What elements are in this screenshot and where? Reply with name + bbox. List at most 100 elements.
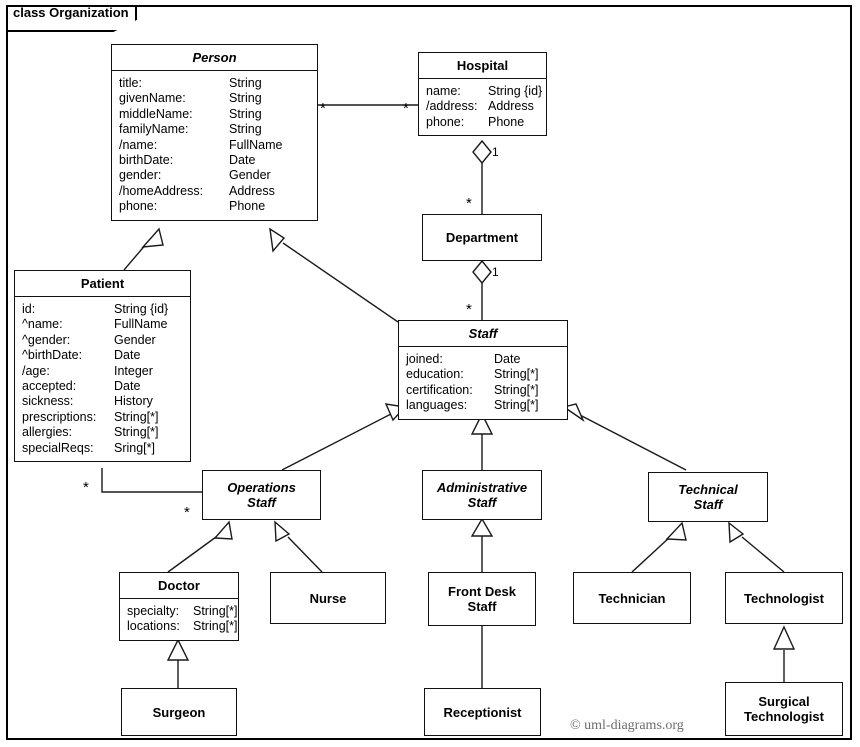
class-technical-staff[interactable]: Technical Staff <box>648 472 768 522</box>
attribute-row: gender: Gender <box>119 168 317 183</box>
diagram-frame-label: class Organization <box>13 5 129 20</box>
attribute-type: String[*] <box>193 604 238 618</box>
attribute-type: String {id} <box>114 302 169 316</box>
attribute-row: joined: Date <box>406 352 567 367</box>
attribute-row: id: String {id} <box>22 302 190 317</box>
attribute-name: languages: <box>406 398 468 413</box>
class-technologist[interactable]: Technologist <box>725 572 843 624</box>
class-administrative-staff-title: Administrative Staff <box>436 480 528 510</box>
attribute-row: ^name: FullName <box>22 317 190 332</box>
class-nurse[interactable]: Nurse <box>270 572 386 624</box>
attribute-row: birthDate: Date <box>119 153 317 168</box>
attribute-name: ^gender: <box>22 332 71 347</box>
attribute-type: String[*] <box>494 367 539 382</box>
attribute-row: ^gender: Gender <box>22 333 190 348</box>
attribute-name: /address: <box>426 99 478 114</box>
attribute-row: locations: String[*] <box>127 619 238 634</box>
class-person-title: Person <box>112 45 317 71</box>
attribute-type: String <box>229 122 262 137</box>
attribute-row: phone: Phone <box>119 199 317 214</box>
attribute-type: Address <box>229 183 275 198</box>
attribute-row: name: String {id} <box>426 84 546 99</box>
class-operations-staff[interactable]: Operations Staff <box>202 470 321 520</box>
multiplicity-hospital-department-one: 1 <box>492 145 499 159</box>
class-patient-attributes: id: String {id} ^name: FullName ^gender:… <box>15 297 190 461</box>
attribute-name: prescriptions: <box>22 409 97 424</box>
class-doctor-title: Doctor <box>120 573 238 599</box>
class-person[interactable]: Person title: String givenName: String m… <box>111 44 318 221</box>
attribute-name: specialty: <box>127 604 180 618</box>
class-nurse-title: Nurse <box>309 590 347 606</box>
class-surgeon-title: Surgeon <box>152 704 206 720</box>
attribute-name: specialReqs: <box>22 440 94 455</box>
attribute-row: givenName: String <box>119 91 317 106</box>
attribute-row: certification: String[*] <box>406 383 567 398</box>
class-technician[interactable]: Technician <box>573 572 691 624</box>
attribute-name: ^name: <box>22 317 63 332</box>
class-technical-staff-title: Technical Staff <box>678 482 738 512</box>
attribute-row: education: String[*] <box>406 367 567 382</box>
attribute-row: /age: Integer <box>22 364 190 379</box>
class-technician-title: Technician <box>598 590 666 606</box>
attribute-row: /homeAddress: Address <box>119 184 317 199</box>
class-person-attributes: title: String givenName: String middleNa… <box>112 71 317 220</box>
attribute-row: specialReqs: Sring[*] <box>22 441 190 456</box>
attribute-row: /address: Address <box>426 99 546 114</box>
multiplicity-department-staff-one: 1 <box>492 265 499 279</box>
attribute-type: String <box>229 76 262 90</box>
class-front-desk-staff[interactable]: Front Desk Staff <box>428 572 536 626</box>
multiplicity-department-staff-many: * <box>466 301 472 318</box>
class-receptionist[interactable]: Receptionist <box>424 688 541 736</box>
class-hospital[interactable]: Hospital name: String {id} /address: Add… <box>418 52 547 137</box>
class-doctor[interactable]: Doctor specialty: String[*] locations: S… <box>119 572 239 641</box>
attribute-name: name: <box>426 84 461 98</box>
class-surgeon[interactable]: Surgeon <box>121 688 237 736</box>
class-receptionist-title: Receptionist <box>443 704 522 720</box>
attribute-type: History <box>114 394 153 409</box>
attribute-name: education: <box>406 367 464 382</box>
class-department[interactable]: Department <box>422 214 542 261</box>
attribute-name: id: <box>22 302 36 316</box>
attribute-name: givenName: <box>119 91 186 106</box>
attribute-row: allergies: String[*] <box>22 425 190 440</box>
attribute-row: familyName: String <box>119 122 317 137</box>
attribute-type: String[*] <box>114 409 159 424</box>
attribute-name: accepted: <box>22 379 77 394</box>
multiplicity-person-hospital-source: * <box>320 100 326 117</box>
attribute-type: Sring[*] <box>114 440 155 455</box>
attribute-name: title: <box>119 76 142 90</box>
attribute-name: birthDate: <box>119 153 174 168</box>
attribute-type: String[*] <box>494 382 539 397</box>
multiplicity-patient-operations-source: * <box>83 479 89 496</box>
attribute-name: joined: <box>406 352 443 366</box>
attribute-type: Gender <box>114 332 156 347</box>
attribute-type: String <box>229 91 262 106</box>
class-administrative-staff[interactable]: Administrative Staff <box>422 470 542 520</box>
class-patient[interactable]: Patient id: String {id} ^name: FullName … <box>14 270 191 463</box>
attribute-type: String[*] <box>114 425 159 440</box>
attribute-type: Date <box>494 352 521 366</box>
attribute-type: Phone <box>488 114 525 129</box>
class-patient-title: Patient <box>15 271 190 297</box>
attribute-name: /homeAddress: <box>119 183 204 198</box>
attribute-type: Address <box>488 99 534 114</box>
attribute-type: Date <box>114 348 141 363</box>
diagram-frame-tab <box>6 5 137 32</box>
class-staff-title: Staff <box>399 321 567 347</box>
class-staff[interactable]: Staff joined: Date education: String[*] … <box>398 320 568 420</box>
attribute-row: specialty: String[*] <box>127 604 238 619</box>
multiplicity-hospital-department-many: * <box>466 195 472 212</box>
attribute-row: phone: Phone <box>426 115 546 130</box>
class-operations-staff-title: Operations Staff <box>227 480 296 510</box>
class-surgical-technologist[interactable]: Surgical Technologist <box>725 682 843 736</box>
class-hospital-attributes: name: String {id} /address: Address phon… <box>419 79 546 135</box>
attribute-type: Integer <box>114 363 153 378</box>
attribute-row: accepted: Date <box>22 379 190 394</box>
multiplicity-person-hospital-target: * <box>403 100 409 117</box>
attribute-name: sickness: <box>22 394 74 409</box>
multiplicity-patient-operations-target: * <box>184 504 190 521</box>
attribute-name: gender: <box>119 168 162 183</box>
class-technologist-title: Technologist <box>744 590 824 606</box>
class-doctor-attributes: specialty: String[*] locations: String[*… <box>120 599 238 640</box>
class-department-title: Department <box>445 230 519 245</box>
